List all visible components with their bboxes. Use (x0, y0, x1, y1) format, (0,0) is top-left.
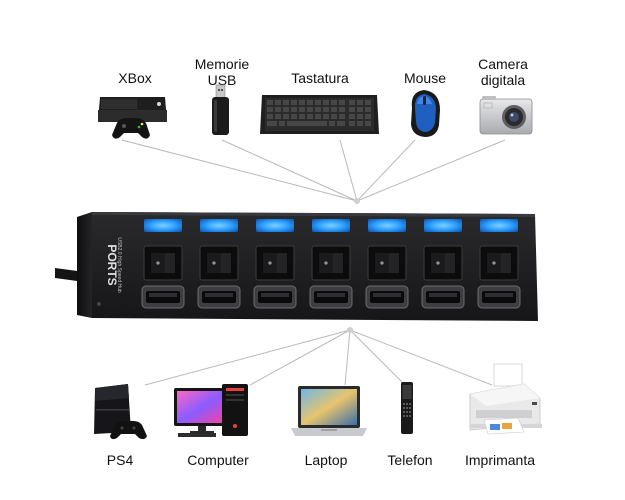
label-camera-digitala: Camera digitala (478, 56, 528, 88)
port-led (480, 219, 518, 232)
usb-port-tongue (373, 293, 401, 297)
label-telefon: Telefon (387, 452, 433, 468)
usb-port-tongue (261, 293, 289, 297)
switch-rocker-side (165, 253, 175, 273)
mouse-icon (411, 90, 440, 137)
hub-port-1 (141, 219, 185, 309)
line-to-usb (221, 139, 358, 202)
switch-mark (436, 261, 440, 265)
label-tastatura: Tastatura (291, 70, 349, 86)
hub-port-4 (309, 219, 353, 309)
hub-port-7 (477, 219, 521, 309)
line-to-camera (356, 139, 506, 202)
port-led (144, 219, 182, 232)
hub-ports (141, 219, 521, 309)
label-memorie-usb: Memorie USB (194, 56, 250, 88)
usb-port-tongue (317, 293, 345, 297)
switch-mark (380, 261, 384, 265)
label-mouse: Mouse (403, 70, 447, 86)
laptop-icon (291, 386, 367, 436)
hub-port-5 (365, 219, 409, 309)
switch-rocker-side (277, 253, 287, 273)
keyboard-icon (260, 95, 379, 134)
port-led (368, 219, 406, 232)
port-led (312, 219, 350, 232)
line-to-phone (349, 329, 406, 386)
usb-port-tongue (205, 293, 233, 297)
usb-port-tongue (429, 293, 457, 297)
desktop-computer-icon (174, 384, 248, 437)
switch-rocker-side (445, 253, 455, 273)
switch-mark (156, 261, 160, 265)
port-led (200, 219, 238, 232)
line-to-keyboard (339, 139, 358, 202)
usb-port-tongue (485, 293, 513, 297)
hub-port-3 (253, 219, 297, 309)
top-junction-dot (354, 198, 360, 204)
hub-subtitle-text: USB2.0 High Speed Hub (116, 237, 122, 293)
game-console-icon (98, 97, 167, 139)
switch-rocker-side (333, 253, 343, 273)
port-led (424, 219, 462, 232)
label-ps4: PS4 (106, 452, 134, 468)
bottom-junction-dot (347, 327, 353, 333)
line-to-xbox (121, 139, 358, 202)
switch-mark (268, 261, 272, 265)
line-to-printer (349, 329, 493, 386)
hub-port-2 (197, 219, 241, 309)
line-to-laptop (344, 329, 351, 386)
switch-rocker-side (501, 253, 511, 273)
hub-port-6 (421, 219, 465, 309)
label-computer: Computer (187, 452, 249, 468)
switch-mark (324, 261, 328, 265)
connector-lines-bottom (144, 329, 493, 386)
hub-brand-text: PORTS (105, 244, 119, 285)
camera-icon (479, 96, 533, 135)
label-laptop: Laptop (304, 452, 348, 468)
connector-lines-top (121, 139, 506, 202)
phone-icon (401, 382, 413, 434)
label-xbox: XBox (118, 70, 152, 86)
hub-power-led (97, 302, 101, 306)
usb-port-tongue (149, 293, 177, 297)
hub-side (77, 212, 92, 318)
label-imprimanta: Imprimanta (464, 452, 536, 468)
line-to-ps4 (144, 329, 351, 386)
switch-rocker-side (221, 253, 231, 273)
switch-mark (492, 261, 496, 265)
port-led (256, 219, 294, 232)
switch-rocker-side (389, 253, 399, 273)
line-to-mouse (356, 139, 416, 202)
printer-icon (469, 363, 542, 435)
usb-flash-drive-icon (212, 84, 229, 135)
hub-brand: PORTS USB2.0 High Speed Hub (105, 237, 122, 293)
usb-hub: PORTS USB2.0 High Speed Hub (55, 212, 538, 321)
game-console-icon (94, 384, 147, 440)
line-to-computer (249, 329, 351, 386)
switch-mark (212, 261, 216, 265)
